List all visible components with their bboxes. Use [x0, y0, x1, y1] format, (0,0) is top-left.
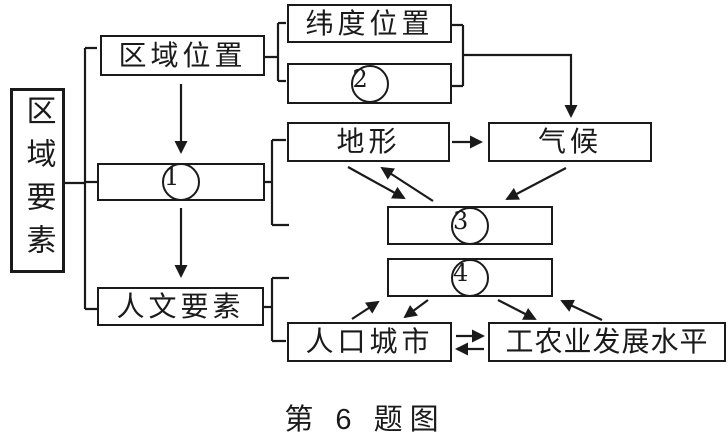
- arrow-circle4-to-population: [403, 299, 429, 319]
- arrow-location-group-to-climate: [463, 53, 578, 118]
- box-climate-label: 气候: [537, 126, 602, 157]
- circled-number-1: 1: [162, 163, 200, 201]
- arrow-circle4-to-industry: [497, 299, 537, 320]
- bracket-region-location: [265, 21, 286, 83]
- box-region-elements: 区域要素: [10, 88, 65, 273]
- circled-number-1-digit: 1: [164, 163, 180, 191]
- bracket-human-elements: [264, 276, 289, 343]
- box-region-elements-label: 区域要素: [21, 94, 55, 267]
- circled-number-2-digit: 2: [352, 64, 368, 93]
- circled-number-4-digit: 4: [453, 258, 469, 287]
- arrow-terrain-to-circle3: [347, 166, 406, 199]
- box-terrain: 地形: [287, 122, 450, 162]
- box-circle-2: 2: [287, 63, 452, 104]
- arrow-circle3-to-terrain: [380, 166, 434, 202]
- box-circle-1: 1: [97, 163, 265, 201]
- figure-caption: 第 6 题图: [284, 404, 446, 436]
- bracket-circle1: [265, 138, 289, 227]
- box-industry-agriculture: 工农业发展水平: [488, 322, 726, 362]
- box-region-location-label: 区域位置: [118, 39, 247, 71]
- circled-number-3-digit: 3: [453, 206, 469, 235]
- arrow-industry-to-circle4: [560, 299, 603, 321]
- box-latitude-location-label: 纬度位置: [305, 7, 434, 39]
- box-population-cities: 人口城市: [287, 322, 452, 362]
- box-terrain-label: 地形: [336, 126, 401, 157]
- box-human-elements-label: 人文要素: [116, 290, 245, 322]
- bracket-region-elements: [65, 46, 97, 311]
- box-circle-4: 4: [387, 258, 553, 297]
- circled-number-2: 2: [350, 64, 389, 103]
- box-circle-3: 3: [387, 206, 553, 245]
- box-population-cities-label: 人口城市: [305, 326, 434, 357]
- bracket-latitude-circle2: [452, 23, 465, 88]
- box-human-elements: 人文要素: [97, 287, 264, 326]
- circled-number-3: 3: [451, 206, 489, 245]
- box-latitude-location: 纬度位置: [287, 4, 452, 43]
- box-climate: 气候: [488, 122, 652, 162]
- box-region-location: 区域位置: [100, 35, 265, 76]
- circled-number-4: 4: [451, 258, 489, 297]
- arrow-population-to-circle4: [351, 300, 380, 320]
- box-industry-agriculture-label: 工农业发展水平: [505, 326, 709, 357]
- arrow-climate-to-circle3: [505, 167, 567, 200]
